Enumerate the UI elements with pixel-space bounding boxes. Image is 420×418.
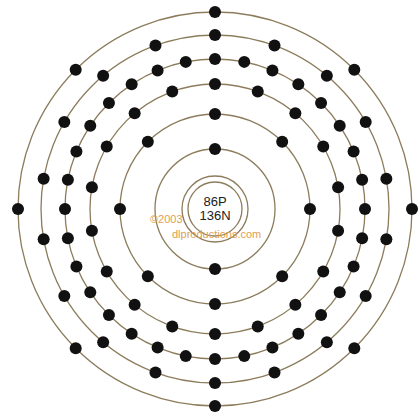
electron-shell [65,59,365,359]
electron [238,56,250,68]
electron [149,39,161,51]
electron [317,141,329,153]
watermark: ©2003 [150,213,183,225]
electron-shell [90,84,340,334]
electron [166,86,178,98]
electron [238,350,250,362]
electron [317,266,329,278]
electron [209,400,221,412]
electron [209,78,221,90]
electron [12,203,24,215]
electron [142,136,154,148]
watermark: dlproductions.com [172,228,261,240]
electron [70,260,82,272]
electron [315,97,327,109]
electron [86,181,98,193]
nucleus-ring [188,182,242,236]
electron [38,233,50,245]
electron [209,53,221,65]
electron [380,233,392,245]
electron [209,263,221,275]
electron [332,225,344,237]
electron [315,309,327,321]
electron [84,286,96,298]
electron [359,203,371,215]
electron [252,320,264,332]
electron [209,328,221,340]
electron [209,29,221,41]
electron [58,116,70,128]
electron [103,97,115,109]
electron [348,146,360,158]
electron [114,203,126,215]
electron [276,136,288,148]
electron [101,141,113,153]
proton-count: 86P [203,195,226,209]
electron [58,290,70,302]
electron [348,64,360,76]
electron [70,64,82,76]
electron [149,367,161,379]
electron [129,299,141,311]
electron [152,64,164,76]
electron [348,260,360,272]
electron [356,174,368,186]
electron [209,377,221,389]
electron [70,342,82,354]
electron [209,108,221,120]
electron [292,328,304,340]
electron [129,107,141,119]
electron [152,342,164,354]
electron [126,328,138,340]
electron [86,225,98,237]
electron [142,270,154,282]
electron [360,116,372,128]
electron [70,146,82,158]
electron [166,320,178,332]
electron [126,78,138,90]
electron-shell [18,12,412,406]
electron [38,173,50,185]
neutron-count: 136N [199,209,230,223]
electron [209,143,221,155]
electron [209,6,221,18]
electron-shell [155,149,275,269]
electron [209,298,221,310]
electron [269,39,281,51]
electron [97,70,109,82]
electron [209,353,221,365]
electron [380,173,392,185]
electron [348,342,360,354]
electron [334,286,346,298]
electron [180,56,192,68]
electron [103,309,115,321]
electron [269,367,281,379]
electron [266,342,278,354]
electron [334,120,346,132]
electron-shell [41,35,389,383]
electron [59,203,71,215]
electron [321,70,333,82]
electron [84,120,96,132]
electron [406,203,418,215]
electron [97,336,109,348]
electron [101,266,113,278]
electron [321,336,333,348]
electron [62,232,74,244]
electron [360,290,372,302]
electron [62,174,74,186]
electron [289,299,301,311]
electron [292,78,304,90]
electron [266,64,278,76]
electron [332,181,344,193]
electron [304,203,316,215]
electron [180,350,192,362]
electron [276,270,288,282]
electron [356,232,368,244]
electron [289,107,301,119]
electron-shell [120,114,310,304]
electron [252,86,264,98]
